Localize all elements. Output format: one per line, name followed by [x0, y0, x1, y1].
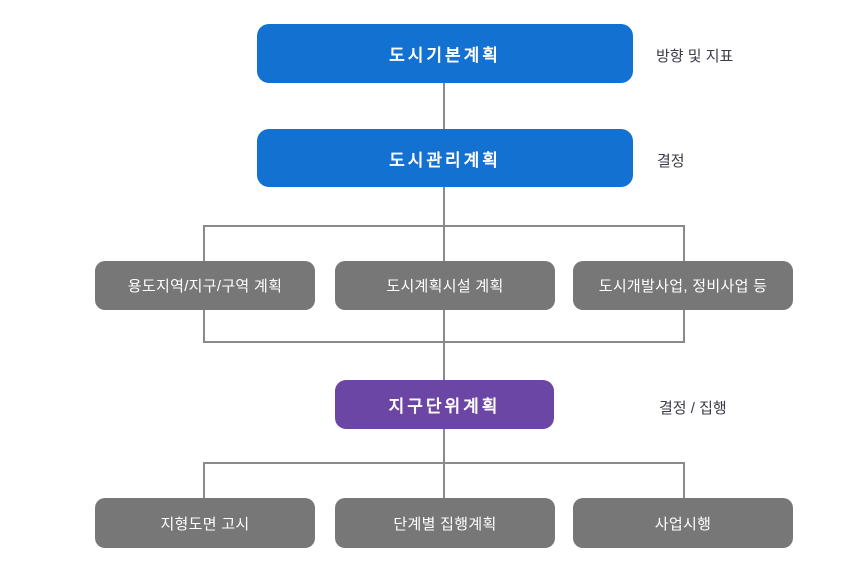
side-label-decision-execution: 결정 / 집행 [659, 400, 727, 417]
node-development-maintenance-projects: 도시개발사업, 정비사업 등 [573, 261, 793, 310]
connector-mid-right-rise [683, 310, 685, 343]
connector-second-stem [443, 187, 445, 227]
node-project-implementation: 사업시행 [573, 498, 793, 548]
node-topographic-map-notice: 지형도면 고시 [95, 498, 315, 548]
connector-district-stem [443, 429, 445, 464]
connector-mid-center-drop [443, 225, 445, 261]
connector-top-to-second [443, 83, 445, 129]
node-use-district-zone-plan: 용도지역/지구/구역 계획 [95, 261, 315, 310]
node-phased-execution-plan: 단계별 집행계획 [335, 498, 555, 548]
connector-to-district [443, 341, 445, 380]
connector-bottom-center-drop [443, 462, 445, 498]
node-urban-management-plan: 도시관리계획 [257, 129, 633, 187]
connector-mid-left-drop [203, 225, 205, 261]
node-district-unit-plan: 지구단위계획 [335, 380, 554, 429]
node-urban-facility-plan: 도시계획시설 계획 [335, 261, 555, 310]
side-label-direction-indicators: 방향 및 지표 [656, 48, 734, 65]
connector-bottom-left-drop [203, 462, 205, 498]
connector-mid-left-rise [203, 310, 205, 343]
side-label-decision: 결정 [657, 153, 685, 170]
connector-bottom-right-drop [683, 462, 685, 498]
node-urban-master-plan: 도시기본계획 [257, 24, 633, 83]
connector-mid-right-drop [683, 225, 685, 261]
connector-mid-center-rise [443, 310, 445, 343]
